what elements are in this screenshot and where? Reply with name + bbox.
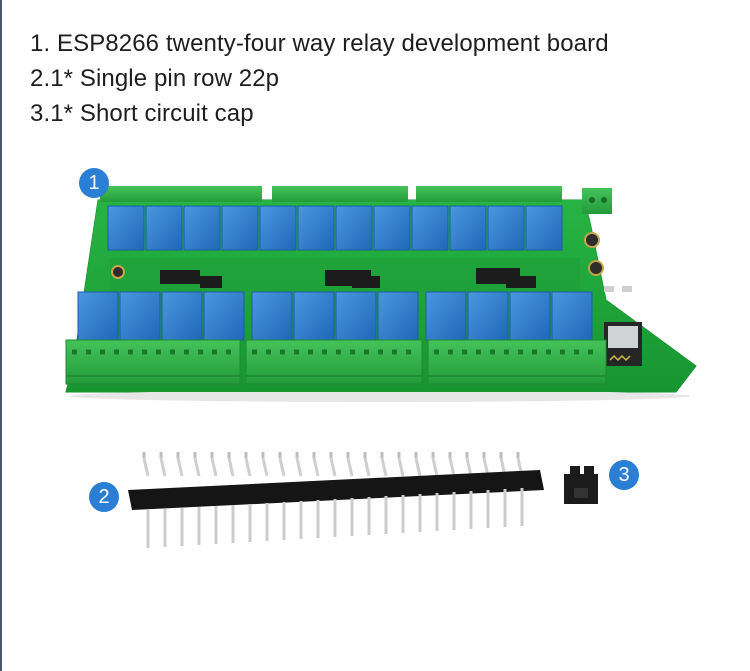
top-relay-row [107, 205, 563, 251]
badge-2: 2 [89, 482, 119, 512]
caption-short-cap: 3.1* Short circuit cap [30, 100, 254, 127]
top-terminal-strips [100, 186, 612, 214]
badge-3: 3 [609, 460, 639, 490]
caption-pin-row: 2.1* Single pin row 22p [30, 65, 280, 92]
jumper-cap [564, 466, 598, 504]
caption-board: 1. ESP8266 twenty-four way relay develop… [30, 30, 609, 57]
badge-1: 1 [79, 168, 109, 198]
left-edge-rule [0, 0, 2, 671]
bottom-relay-row [77, 291, 593, 341]
pin-header [128, 452, 544, 548]
bottom-terminal-blocks [65, 339, 607, 385]
caption-list: 1. ESP8266 twenty-four way relay develop… [30, 26, 609, 131]
